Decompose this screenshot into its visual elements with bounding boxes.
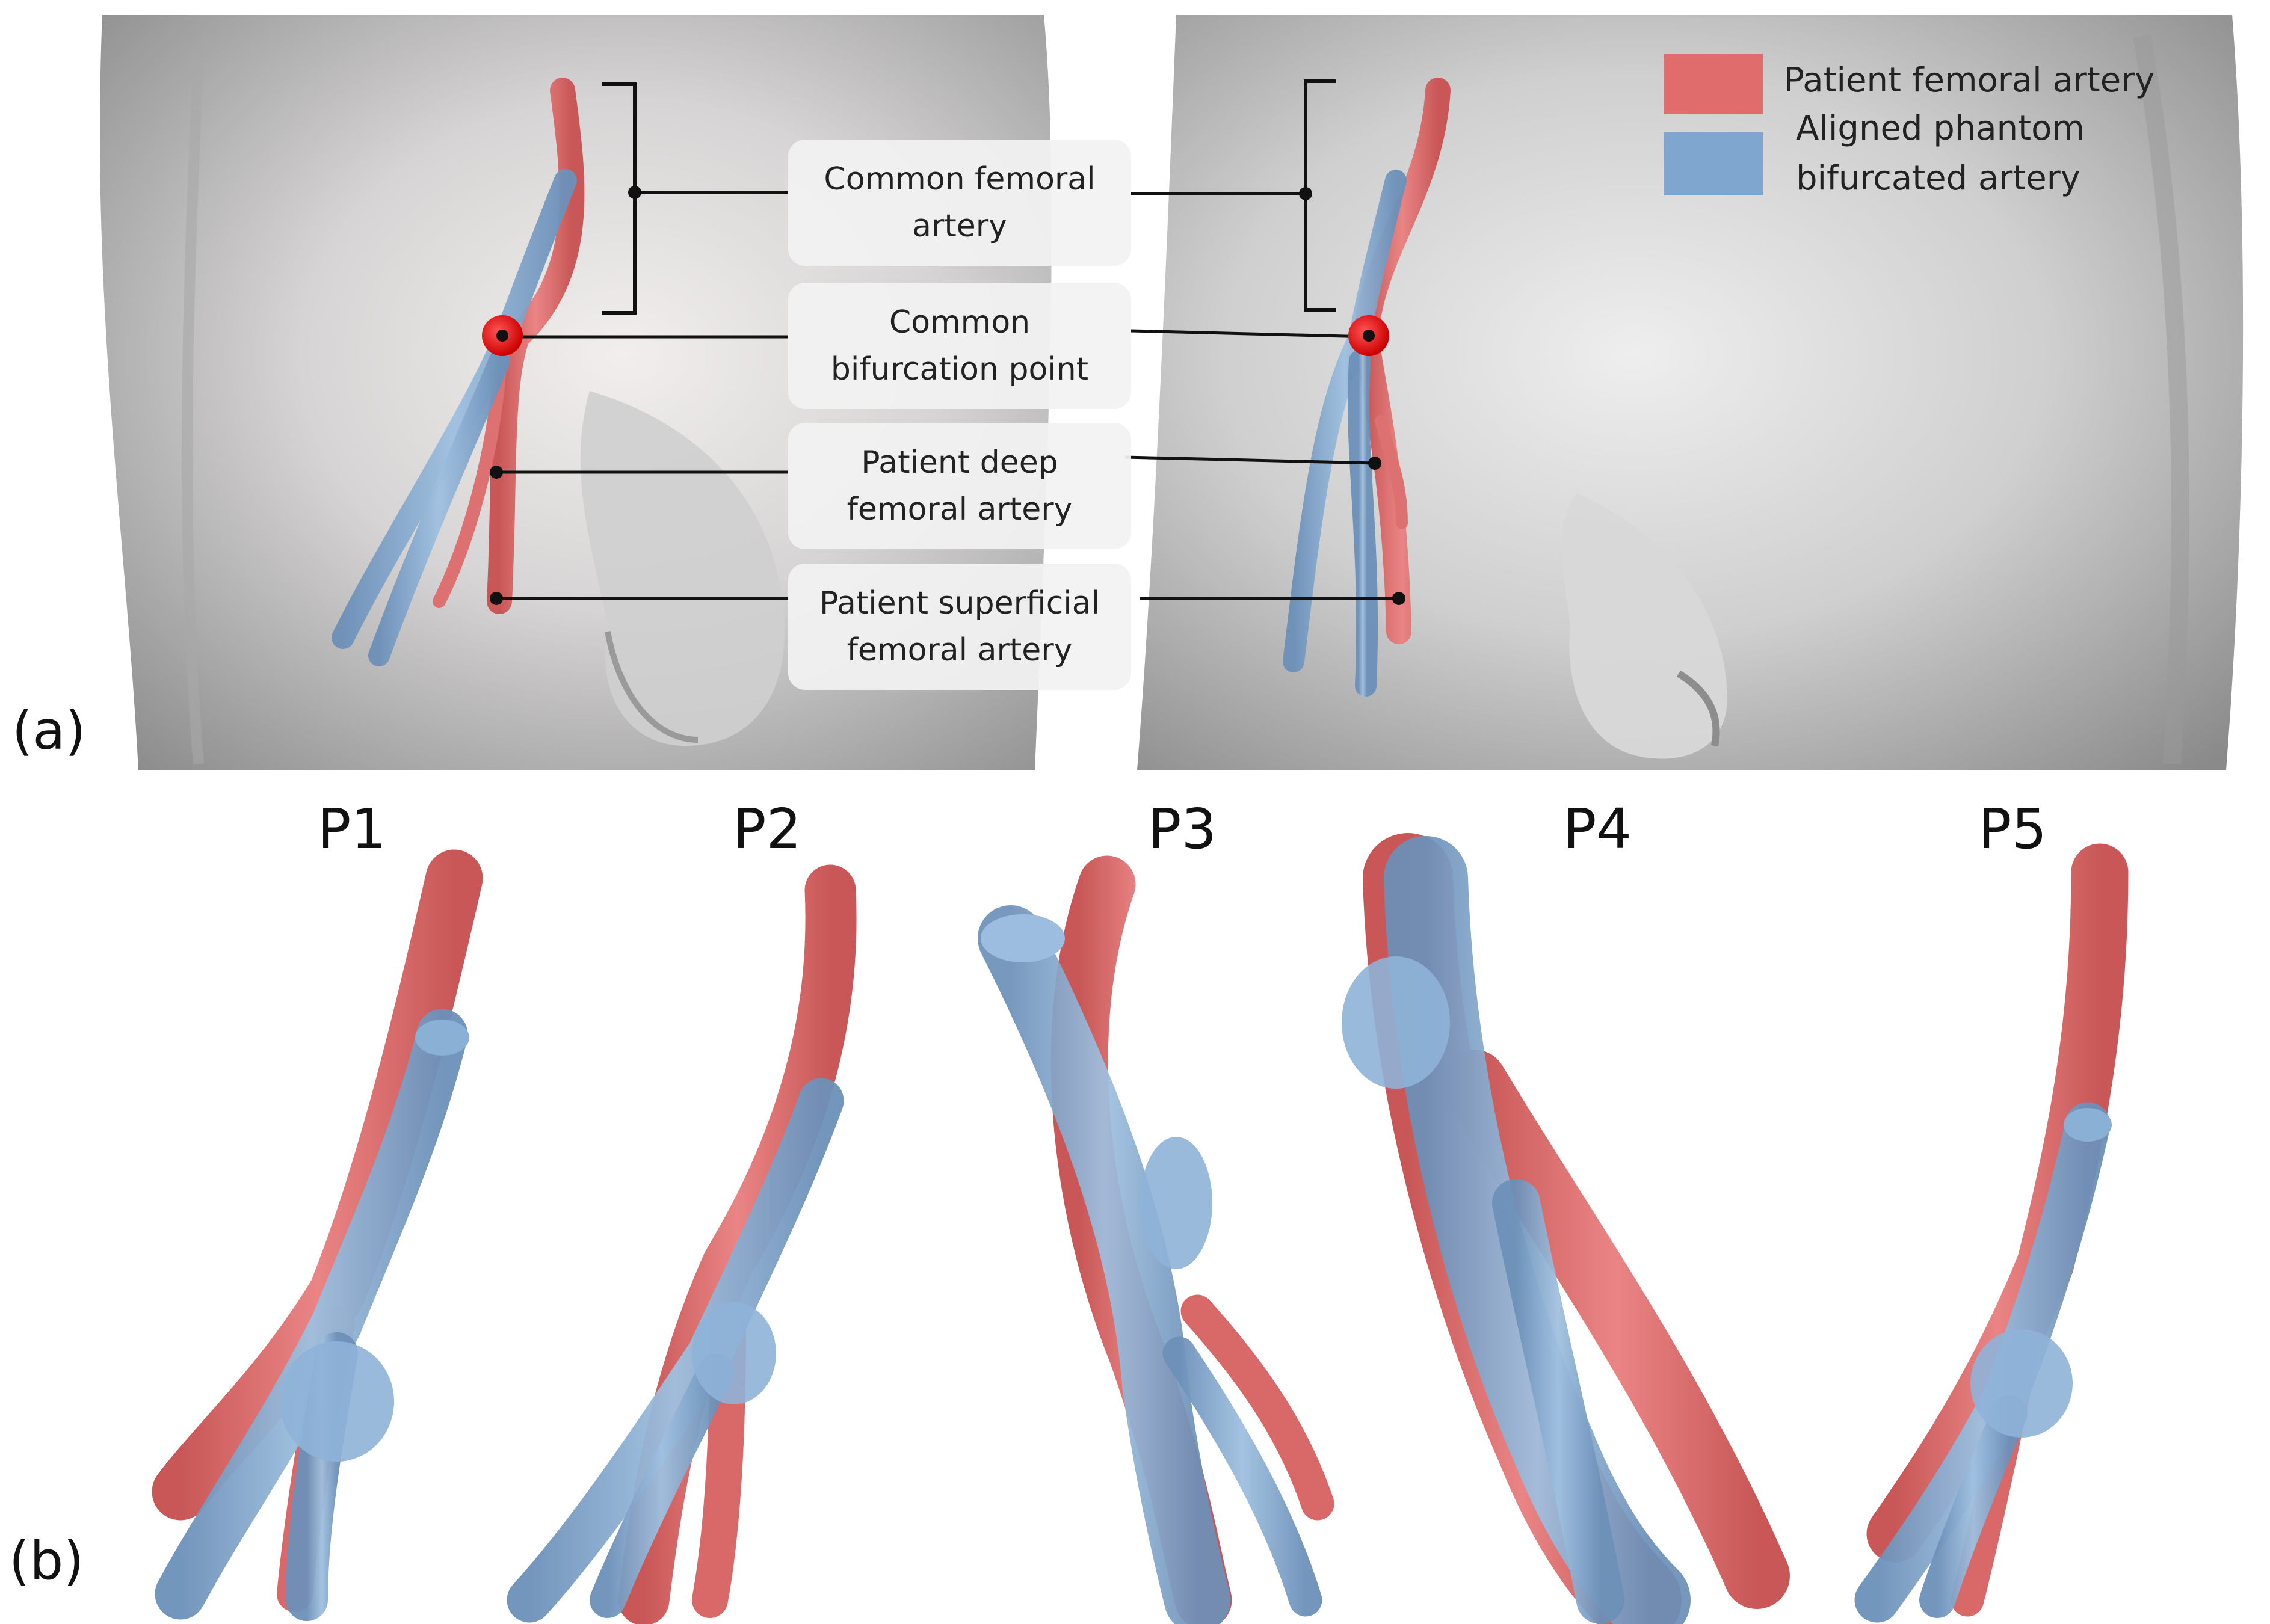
legend: Patient femoral artery Aligned phantom b… — [1664, 54, 2154, 198]
legend-label-patient: Patient femoral artery — [1784, 61, 2154, 100]
callout-cfa-line2: artery — [912, 208, 1007, 244]
callout-psfa-line1: Patient superficial — [819, 585, 1100, 621]
callout-pdfa-line1: Patient deep — [861, 444, 1058, 481]
patient-label-p4: P4 — [1563, 797, 1632, 861]
arteries-left — [332, 78, 585, 666]
callout-box-psfa — [788, 564, 1131, 690]
patient-deep-branch-right — [1375, 415, 1408, 529]
callout-bif-line2: bifurcation point — [831, 351, 1088, 387]
bifurcation-marker-left — [482, 315, 523, 356]
callout-boxes — [788, 140, 1131, 690]
patient-label-p1: P1 — [318, 797, 386, 861]
callout-bif-line1: Common — [889, 304, 1030, 340]
legend-label-phantom-line2: bifurcated artery — [1796, 159, 2080, 198]
artery-render-p4 — [1342, 833, 1790, 1624]
panel-a: Common femoral artery Common bifurcation… — [12, 15, 2244, 770]
callout-box-bif — [788, 283, 1131, 409]
panel-b: P1 P2 P3 P4 P5 — [9, 797, 2129, 1624]
legend-label-phantom-line1: Aligned phantom — [1796, 109, 2085, 148]
callout-pdfa-line2: femoral artery — [847, 491, 1073, 527]
panel-a-label: (a) — [12, 700, 86, 761]
callout-cfa-line1: Common femoral — [824, 161, 1095, 197]
artery-render-p5 — [1854, 843, 2129, 1623]
patient-deep-branch-left — [433, 366, 506, 608]
panel-b-label: (b) — [9, 1530, 84, 1592]
callout-box-cfa — [788, 140, 1131, 266]
patient-label-p5: P5 — [1978, 797, 2047, 861]
leader-lines — [496, 191, 1399, 600]
callout-psfa-line2: femoral artery — [847, 632, 1073, 668]
phantom-artery-right-b — [1347, 350, 1378, 697]
bifurcation-marker-right — [1348, 315, 1389, 356]
artery-render-p2 — [507, 864, 857, 1624]
leader-dots — [490, 186, 1405, 605]
patient-label-p3: P3 — [1148, 797, 1217, 861]
callout-box-pdfa — [788, 423, 1131, 549]
phantom-artery-left-b — [368, 350, 510, 666]
patient-label-p2: P2 — [733, 797, 801, 861]
legend-swatch-patient — [1664, 54, 1763, 114]
legend-swatch-phantom — [1664, 132, 1763, 195]
artery-render-p1 — [152, 849, 483, 1621]
artery-render-p3 — [978, 855, 1334, 1624]
